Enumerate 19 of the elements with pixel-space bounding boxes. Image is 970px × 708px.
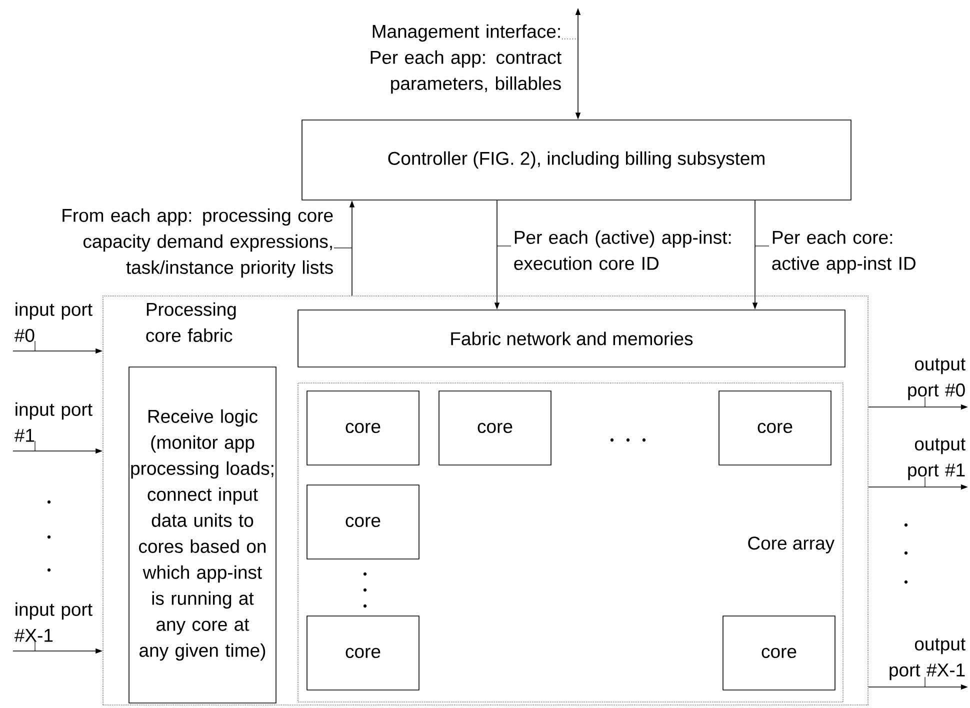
edge-label: From each app: processing core capacity demand expressions, task/instance priority lists	[62, 208, 333, 278]
edge-label: output port #X-1	[890, 638, 966, 680]
process-box: Receive logic (monitor app processing loads; connect input data units to cores based on which app-inst is running at any core at any given time)	[128, 366, 276, 704]
core-box: core	[438, 390, 552, 466]
edge-label: input port #0	[14, 302, 92, 342]
edge-label: Management interface: Per each app: contract parameters, billables	[370, 24, 562, 94]
process-box: Controller (FIG. 2), including billing subsystem	[302, 120, 852, 200]
edge-label: Per each (active) app-inst: execution core ID	[514, 230, 731, 270]
edge-label: input port #X-1	[14, 602, 92, 642]
core-box: core	[306, 390, 420, 466]
process-box: Fabric network and memories	[298, 310, 846, 368]
core-box: core	[718, 390, 832, 466]
edge-label: output port #0	[908, 358, 966, 400]
edge-label: input port #1	[14, 402, 92, 442]
edge-label: output port #1	[908, 438, 966, 480]
core-box: core	[722, 616, 836, 690]
edge-label: Per each core: active app-inst ID	[772, 230, 916, 274]
core-box: core	[306, 484, 420, 560]
core-box: core	[306, 616, 420, 690]
